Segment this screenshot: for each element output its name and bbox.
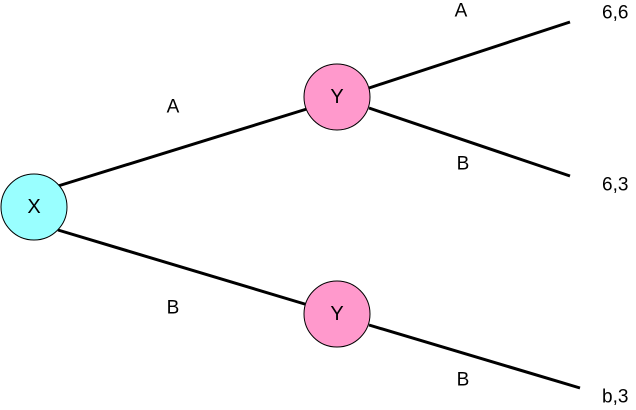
edge-label-upper-y-b: B: [457, 154, 470, 175]
payoff-upper-a: 6,6: [602, 3, 628, 24]
edge-label-x-a: A: [167, 97, 180, 118]
node-lower-y-label: Y: [330, 303, 343, 325]
edge-label-x-b: B: [167, 298, 180, 319]
edge-lower-y-b: [368, 323, 581, 390]
edge-upper-y-a: [368, 20, 571, 90]
node-x: X: [0, 173, 68, 241]
node-lower-y-circle: [303, 280, 371, 348]
node-upper-y-label: Y: [330, 86, 343, 108]
payoff-lower-b: b,3: [602, 387, 628, 408]
node-x-label: X: [27, 196, 40, 218]
node-upper-y: Y: [303, 63, 371, 131]
edge-label-lower-y-b: B: [457, 370, 470, 391]
node-upper-y-circle: [303, 63, 371, 131]
payoff-upper-b: 6,3: [602, 175, 628, 196]
node-x-circle: [0, 173, 68, 241]
edge-upper-y-b: [368, 106, 571, 178]
node-lower-y: Y: [303, 280, 371, 348]
edge-label-upper-y-a: A: [455, 1, 468, 22]
edge-x-to-lower-y: [57, 228, 309, 307]
edge-x-to-upper-y: [57, 106, 311, 188]
